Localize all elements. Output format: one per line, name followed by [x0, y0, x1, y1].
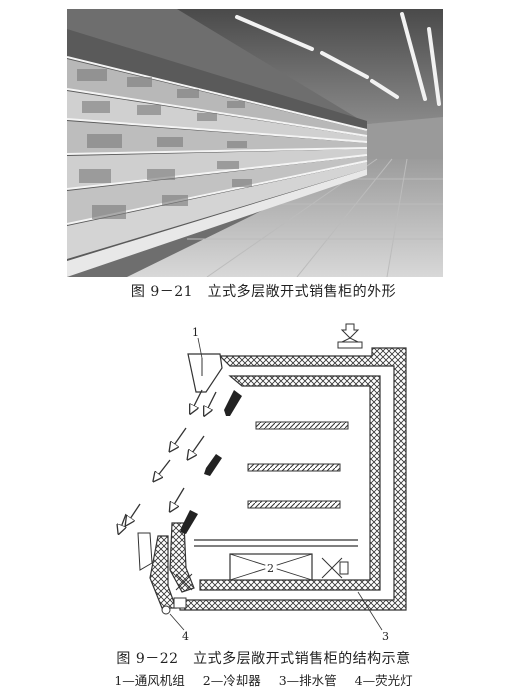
legend-item-cooler: 2—冷却器	[202, 673, 261, 688]
display-shelves	[247, 421, 349, 509]
legend-item-drain: 3—排水管	[278, 673, 337, 688]
cabinet-structure-diagram: 1 2 3 4	[110, 323, 407, 643]
callout-4: 4	[182, 630, 189, 643]
callout-3: 3	[382, 630, 389, 643]
front-fan-icon	[175, 573, 193, 591]
cooler	[229, 553, 313, 581]
cold-air-arrows	[180, 390, 242, 534]
legend-item-lamp: 4—荧光灯	[354, 673, 413, 688]
figure-legend: 1—通风机组 2—冷却器 3—排水管 4—荧光灯	[0, 670, 527, 689]
air-curtain-arrows	[120, 389, 217, 530]
fan-unit	[337, 323, 363, 349]
figure-caption-9-22: 图 9－22 立式多层敞开式销售柜的结构示意	[116, 651, 411, 667]
legend-item-fan: 1—通风机组	[114, 673, 185, 688]
insulated-shell	[179, 347, 407, 611]
figure-caption-9-21: 图 9－21 立式多层敞开式销售柜的外形	[130, 284, 397, 300]
callout-2: 2	[267, 562, 274, 575]
display-cabinet-photo	[67, 9, 443, 277]
callout-1: 1	[192, 326, 199, 339]
bottom-fan-icon	[321, 557, 349, 579]
